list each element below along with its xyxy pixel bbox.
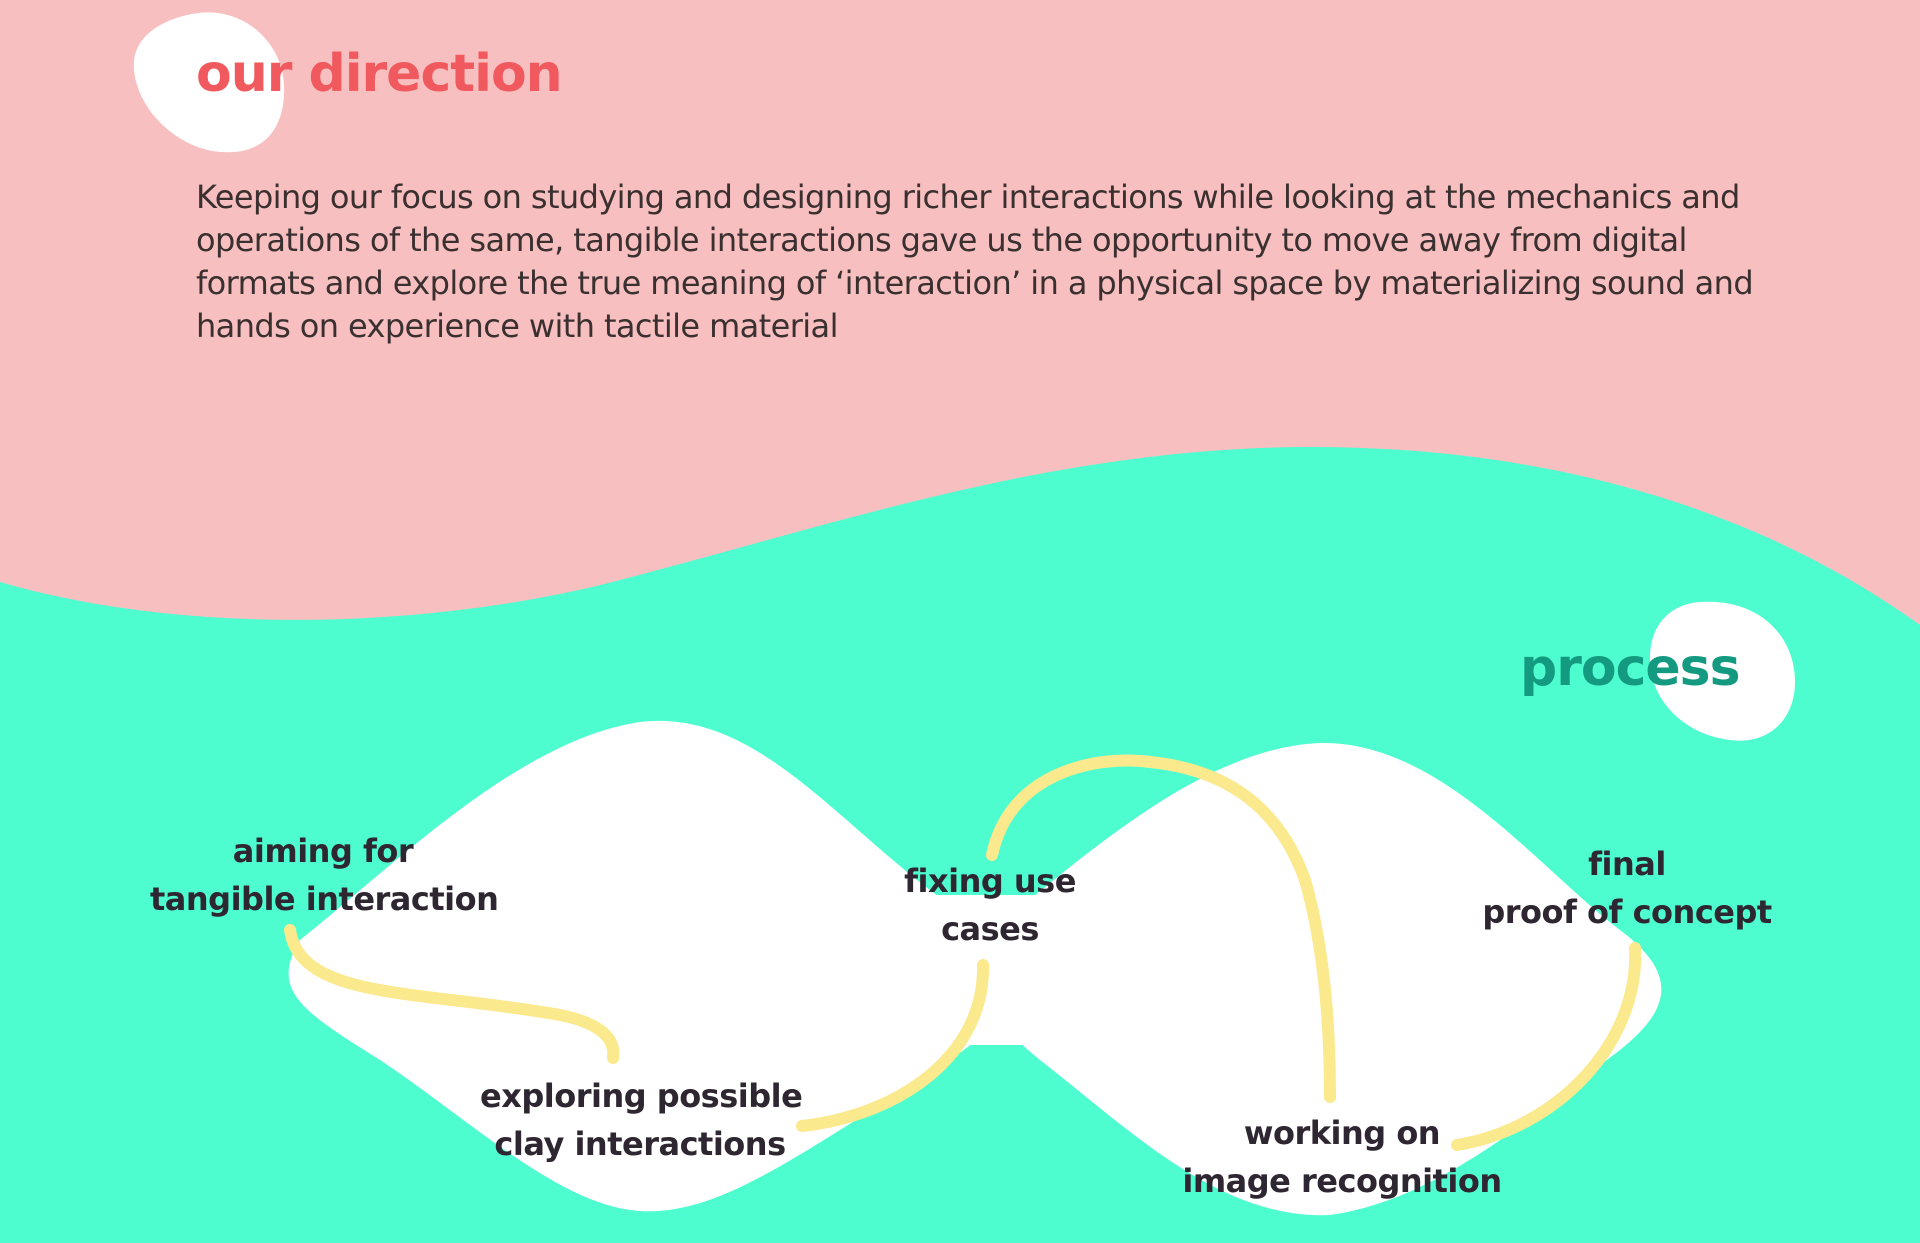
step-line: clay interactions (494, 1125, 786, 1163)
direction-title: our direction (196, 44, 563, 104)
path-fixing-to-working (986, 754, 1336, 1103)
process-step-final: final proof of concept (1477, 840, 1777, 936)
process-step-exploring: exploring possible clay interactions (480, 1072, 803, 1168)
step-line: fixing use (904, 862, 1076, 900)
step-line: working on (1243, 1114, 1441, 1152)
path-exploring-to-fixing (796, 959, 990, 1132)
path-aiming-to-exploring (284, 924, 620, 1064)
step-line: exploring possible (480, 1077, 803, 1115)
process-shape-right (973, 742, 1662, 1216)
process-step-aiming: aiming for tangible interaction (150, 827, 499, 923)
process-step-fixing: fixing use cases (880, 857, 1100, 953)
process-title: process (1520, 638, 1741, 698)
title-blob-process (1649, 601, 1795, 741)
process-shape-bridge (935, 895, 1050, 1045)
direction-body: Keeping our focus on studying and design… (196, 178, 1754, 345)
step-line: tangible interaction (150, 880, 499, 918)
step-line: proof of concept (1482, 893, 1772, 931)
step-line: image recognition (1182, 1162, 1502, 1200)
step-line: aiming for (232, 832, 414, 870)
title-blob-direction (133, 12, 285, 153)
process-shape-left (288, 720, 1020, 1212)
process-step-working: working on image recognition (1182, 1109, 1502, 1205)
path-working-to-final (1451, 942, 1642, 1151)
step-line: cases (941, 910, 1039, 948)
step-line: final (1588, 845, 1666, 883)
